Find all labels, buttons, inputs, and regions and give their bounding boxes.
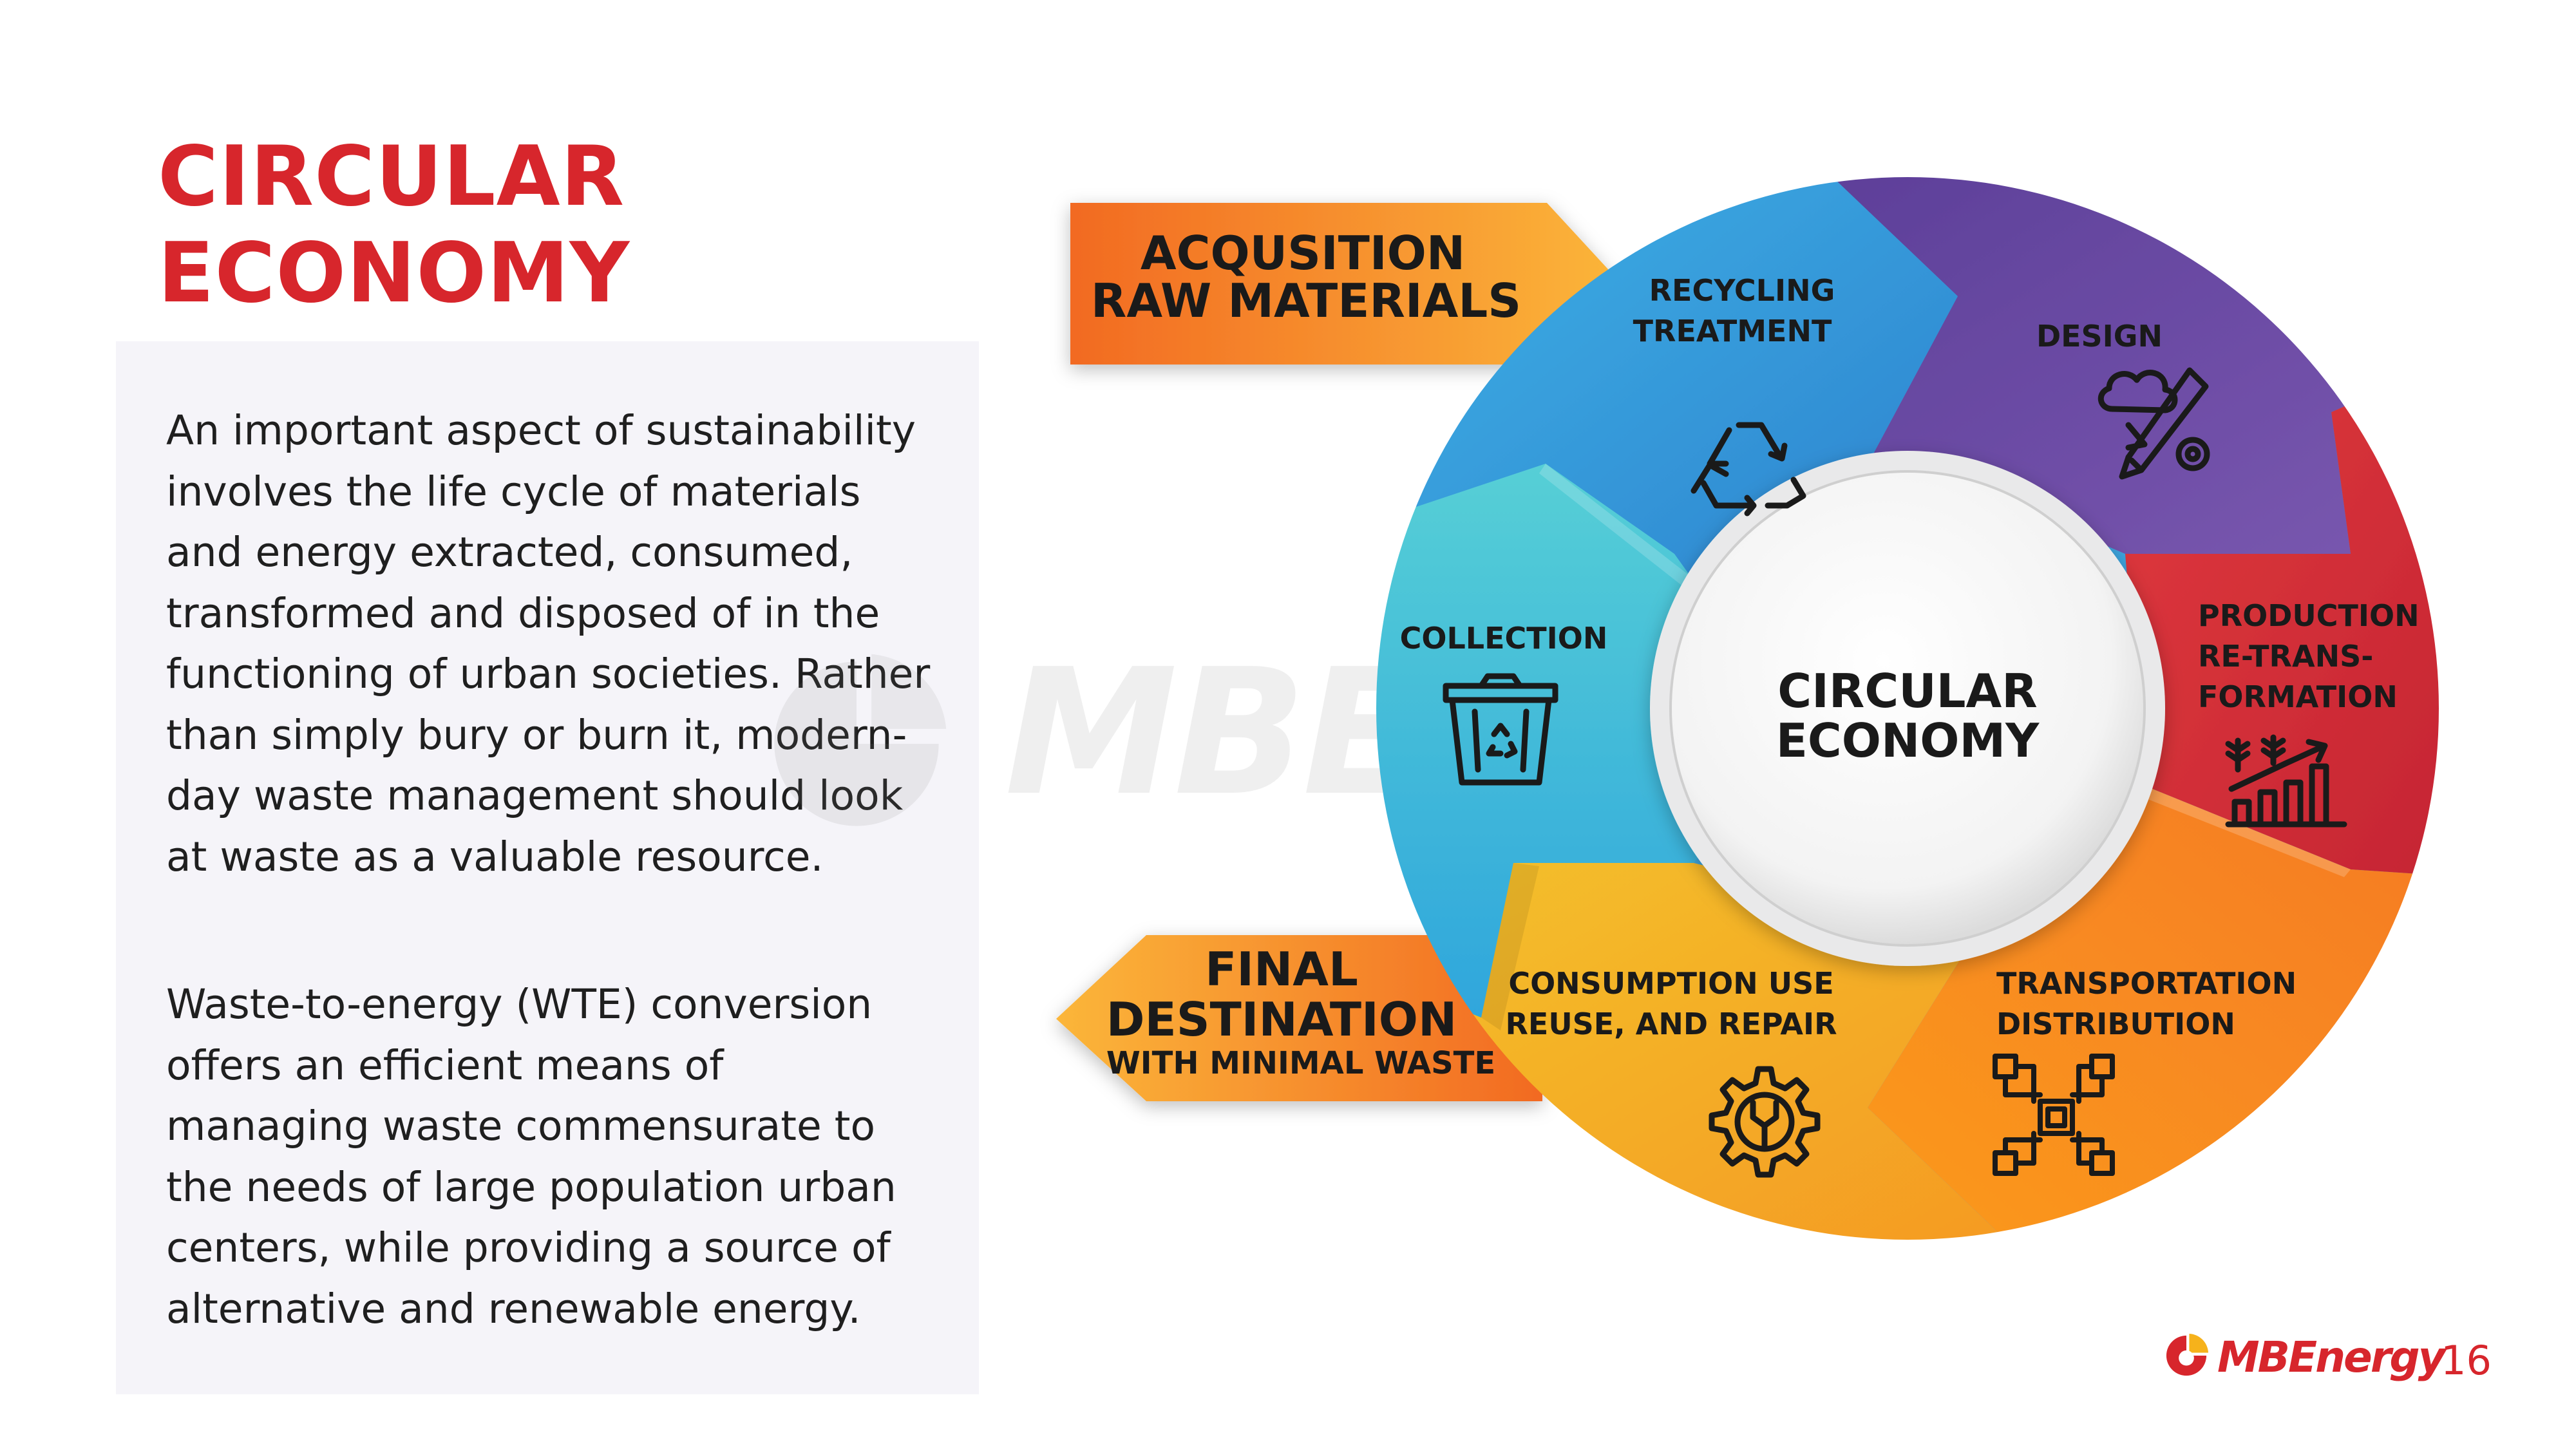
page-title: CIRCULAR ECONOMY	[158, 129, 630, 322]
center-line-1: CIRCULAR	[1777, 664, 2037, 718]
design-idea-icon	[2098, 367, 2210, 480]
acquisition-line-1: ACQUSITION	[1141, 226, 1465, 280]
description-panel: An important aspect of sustainability in…	[116, 341, 979, 1394]
final-line-3: WITH MINIMAL WASTE	[1106, 1045, 1495, 1081]
final-line-2: DESTINATION	[1106, 992, 1457, 1046]
final-line-1: FINAL	[1205, 942, 1358, 996]
watermark-logo-icon	[774, 654, 947, 826]
segment-collection	[1376, 464, 1765, 1018]
segment-transportation-label-1: TRANSPORTATION	[1996, 966, 2297, 1001]
brand-logo-icon	[2166, 1333, 2209, 1376]
segment-consumption-label-2: REUSE, AND REPAIR	[1505, 1007, 1837, 1041]
acquisition-line-2: RAW MATERIALS	[1091, 274, 1521, 328]
circuit-network-icon	[1993, 1054, 2115, 1176]
segment-production	[2125, 361, 2439, 876]
segment-production-label-3: FORMATION	[2198, 679, 2398, 714]
segment-recycling-label-2: TREATMENT	[1633, 314, 1832, 348]
center-line-2: ECONOMY	[1776, 714, 2040, 768]
recycle-bin-icon	[1443, 673, 1558, 786]
segment-transportation-label-2: DISTRIBUTION	[1996, 1007, 2235, 1041]
segment-recycling-label-1: RECYCLING	[1649, 273, 1835, 308]
title-line-2: ECONOMY	[158, 225, 630, 321]
segment-production-label-1: PRODUCTION	[2198, 598, 2420, 633]
acquisition-arrow	[1070, 203, 1623, 365]
segment-consumption-label-1: CONSUMPTION USE	[1508, 966, 1833, 1001]
title-line-1: CIRCULAR	[158, 129, 625, 225]
recycle-icon	[1690, 422, 1806, 516]
segment-design-label: DESIGN	[2036, 319, 2163, 354]
segment-production-label-2: RE-TRANS-	[2198, 639, 2373, 674]
growth-chart-icon	[2225, 734, 2347, 828]
paragraph-waste-to-energy: Waste-to-energy (WTE) conversion offers …	[166, 981, 896, 1332]
segment-collection-label: COLLECTION	[1400, 621, 1608, 656]
footer-brand: MBEnergy	[2217, 1332, 2446, 1382]
page-number: 16	[2441, 1337, 2492, 1384]
gear-wrench-icon	[1709, 1066, 1821, 1178]
center-hub	[1650, 451, 2165, 966]
final-destination-arrow	[1056, 935, 1542, 1101]
paragraph-sustainability: An important aspect of sustainability in…	[166, 407, 931, 880]
